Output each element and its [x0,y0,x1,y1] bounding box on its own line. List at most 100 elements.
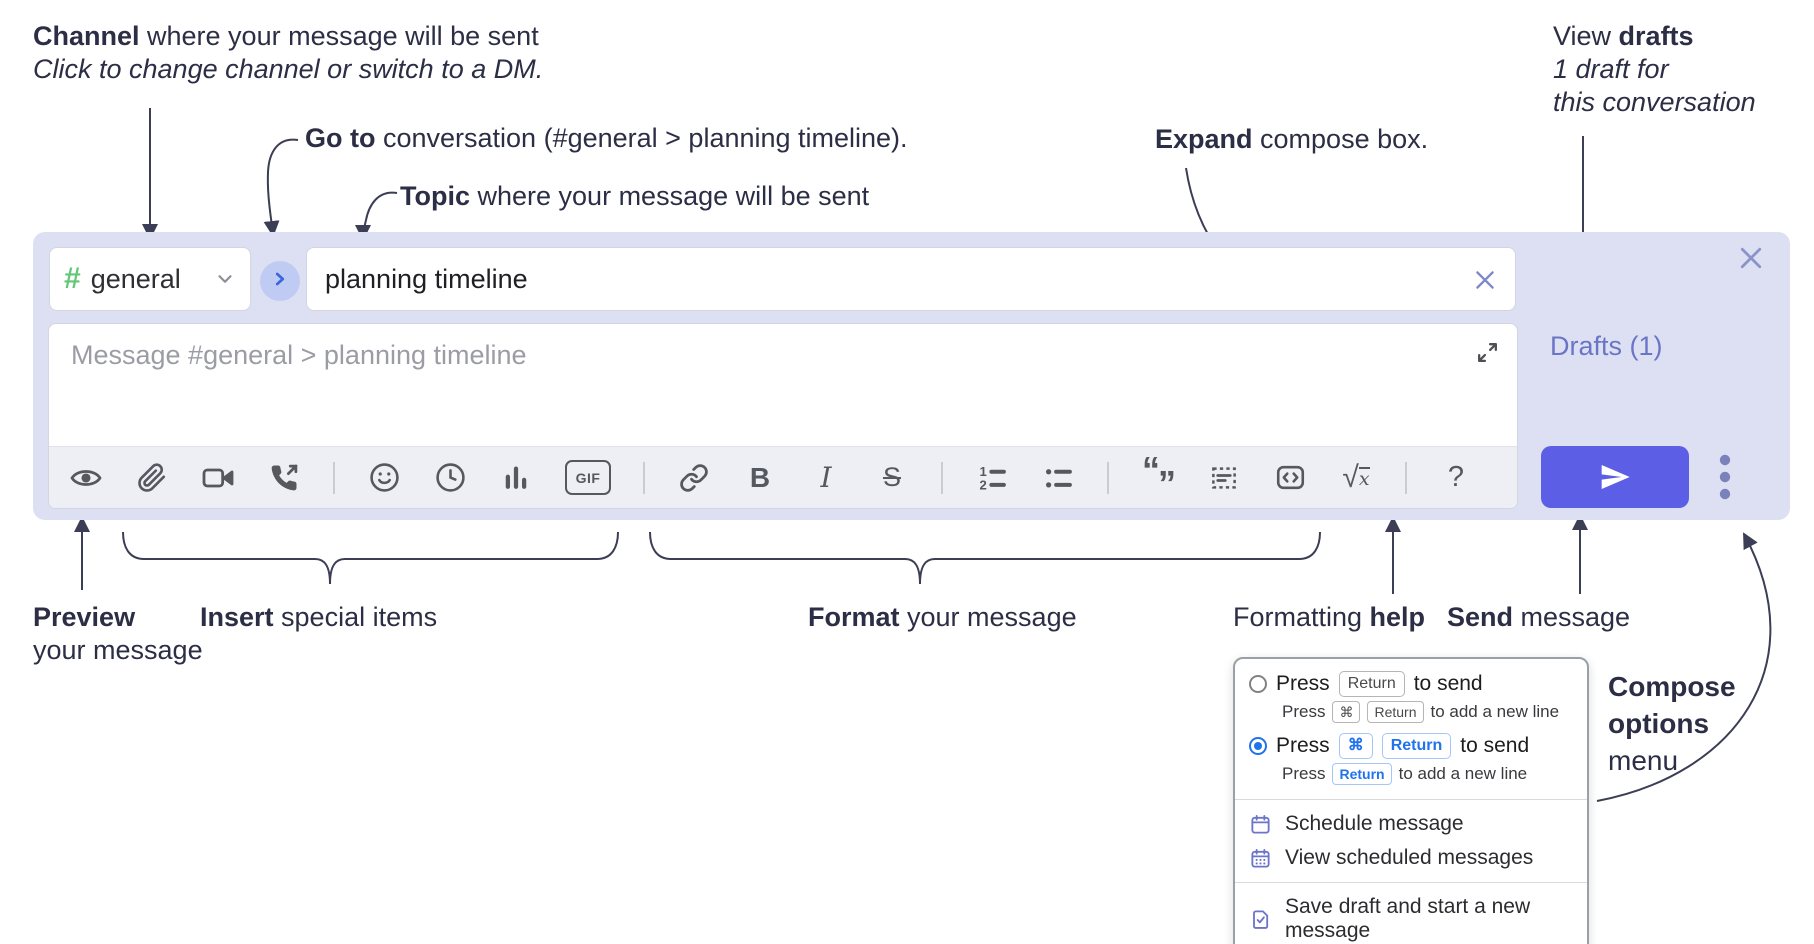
gif-icon: GIF [565,460,611,495]
compose-send-options-menu: Press Return to send Press ⌘ Return to a… [1233,657,1589,944]
return-key: Return [1381,733,1452,759]
bar-chart-icon [505,466,527,489]
close-compose-button[interactable] [1736,243,1766,273]
preview-annotation-line2: your message [33,635,203,665]
drafts-annotation: View drafts 1 draft for this conversatio… [1553,20,1756,119]
channel-annotation-line1: Channel where your message will be sent [33,21,539,51]
expand-annotation: Expand compose box. [1155,124,1429,154]
strikethrough-button[interactable]: S [875,461,909,495]
calendar-grid-icon [1249,847,1272,870]
goto-arrow [263,138,299,237]
bulleted-list-button[interactable] [1041,461,1075,495]
math-button[interactable]: √x [1339,461,1373,495]
paperclip-icon [138,462,166,492]
calendar-icon [1249,813,1272,836]
drafts-annotation-line2: 1 draft for [1553,54,1669,84]
numbered-list-icon: 1 2 [980,464,1006,492]
drafts-link[interactable]: Drafts (1) [1550,331,1663,361]
svg-text:2: 2 [980,477,987,492]
spoiler-button[interactable] [1207,461,1241,495]
view-scheduled-messages-item[interactable]: View scheduled messages [1235,841,1587,875]
compose-options-button[interactable] [1707,448,1743,506]
video-call-button[interactable] [201,461,235,495]
expand-compose-button[interactable] [1473,338,1501,366]
code-button[interactable] [1273,461,1307,495]
vertical-ellipsis-icon [1719,454,1731,500]
compose-box: # general planning timeline Message #gen… [33,232,1790,520]
chevron-right-icon [269,268,291,295]
draft-check-icon [1249,908,1272,931]
enter-sends-option[interactable]: Press Return to send [1235,668,1587,700]
topic-input[interactable]: planning timeline [306,247,1516,311]
return-key: Return [1332,763,1392,785]
channel-annotation: Channel where your message will be sent … [33,20,543,86]
insert-brace [122,531,619,585]
video-camera-icon [202,468,234,487]
schedule-message-item[interactable]: Schedule message [1235,807,1587,841]
channel-hash-icon: # [64,262,81,295]
phone-call-icon [271,464,298,490]
math-icon: √x [1342,460,1370,494]
italic-button[interactable]: I [809,461,843,495]
time-button[interactable] [433,461,467,495]
bold-button[interactable]: B [743,461,777,495]
attach-file-button[interactable] [135,461,169,495]
poll-button[interactable] [499,461,533,495]
radio-selected-icon[interactable] [1249,737,1267,755]
toolbar-divider [1107,461,1109,494]
chevron-down-icon [214,268,236,290]
cmd-enter-sends-option[interactable]: Press ⌘ Return to send [1235,730,1587,762]
bold-icon: B [749,461,771,493]
goto-annotation: Go to conversation (#general > planning … [305,123,908,153]
link-icon [680,463,708,492]
clear-topic-button[interactable] [1471,266,1499,294]
quote-button[interactable]: “” [1141,452,1176,502]
smiley-icon [369,463,399,492]
toolbar-divider [1405,461,1407,494]
channel-picker[interactable]: # general [49,247,251,311]
preview-annotation-line1: Preview [33,602,136,632]
compose-options-annotation: Compose options menu [1608,671,1736,776]
return-key: Return [1367,701,1424,723]
goto-conversation-button[interactable] [260,261,300,301]
compose-toolbar: GIF B I S 1 2 [49,446,1517,508]
message-input[interactable]: Message #general > planning timeline [71,340,527,370]
audio-call-button[interactable] [267,461,301,495]
gif-button[interactable]: GIF [565,460,611,495]
question-mark-icon: ? [1447,461,1465,493]
message-area: Message #general > planning timeline [48,323,1518,509]
eye-icon [70,469,102,486]
insert-annotation: Insert special items [200,602,438,632]
format-annotation: Format your message [808,602,1077,632]
bulleted-list-icon [1046,468,1072,487]
svg-text:1: 1 [980,464,987,479]
format-brace [649,531,1321,585]
quote-icon: “” [1142,449,1176,505]
radio-unselected-icon[interactable] [1249,675,1267,693]
message-formatting-help-button[interactable]: ? [1439,461,1473,495]
return-key: Return [1338,671,1405,697]
link-button[interactable] [677,461,711,495]
toolbar-divider [333,461,335,494]
numbered-list-button[interactable]: 1 2 [975,461,1009,495]
preview-button[interactable] [69,461,103,495]
send-annotation: Send message [1447,602,1631,632]
channel-name: general [90,263,181,294]
drafts-annotation-line1: View drafts [1553,21,1694,51]
emoji-button[interactable] [367,461,401,495]
menu-divider [1235,882,1587,883]
preview-annotation: Preview your message [33,601,203,667]
spoiler-icon [1212,466,1236,489]
send-button[interactable] [1541,446,1689,508]
topic-value: planning timeline [325,263,528,294]
save-draft-item[interactable]: Save draft and start a new message [1235,890,1587,944]
clock-icon [435,463,465,492]
close-icon [1476,271,1494,289]
close-icon [1740,247,1762,269]
drafts-annotation-line3: this conversation [1553,87,1756,117]
enter-sends-subtext: Press ⌘ Return to add a new line [1282,701,1560,723]
code-icon [1276,465,1304,490]
strikethrough-icon: S [882,462,901,492]
italic-icon: I [820,461,832,494]
